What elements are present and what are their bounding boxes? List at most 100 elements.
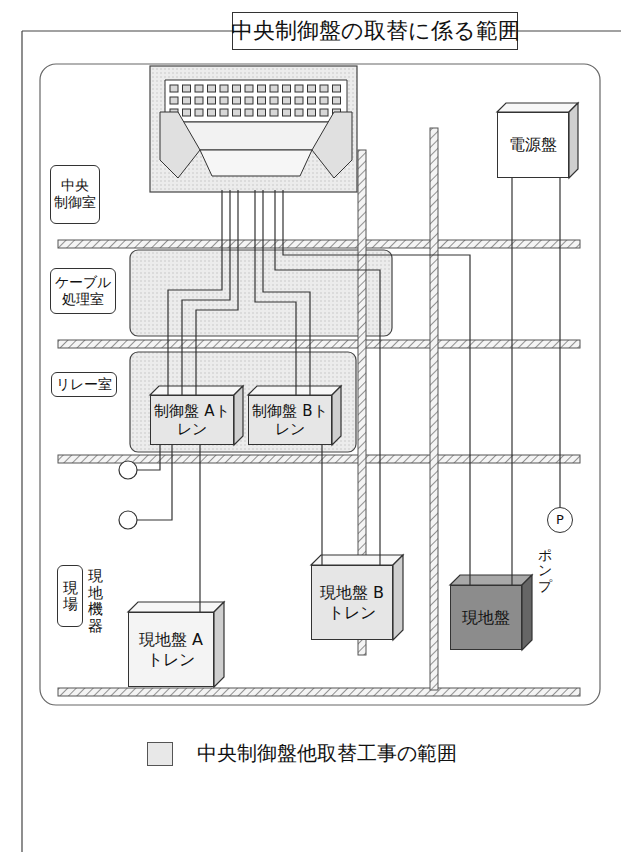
drawing-part	[130, 250, 392, 336]
console-button	[295, 97, 303, 104]
console-button	[208, 85, 216, 92]
drawing-part	[137, 445, 172, 520]
scope-regions	[130, 66, 392, 452]
field-device	[119, 461, 137, 529]
drawing-part	[58, 240, 580, 248]
node-text: 現場	[63, 580, 78, 613]
console-button	[270, 97, 278, 104]
console-button	[270, 109, 278, 116]
console-button	[170, 85, 178, 92]
console-button	[258, 109, 266, 116]
room-caption: 現地機器	[88, 568, 103, 634]
drawing-part	[150, 66, 357, 192]
drawing-part	[58, 340, 580, 348]
console-button	[245, 109, 253, 116]
cable-connector	[559, 178, 560, 507]
drawing-part	[182, 190, 230, 395]
cabinet-top-face	[128, 602, 224, 612]
console-button	[295, 85, 303, 92]
console-button	[183, 85, 191, 92]
drawing-part	[283, 190, 470, 585]
console-button	[320, 109, 328, 116]
power-panel: 電源盤	[497, 112, 569, 178]
drawing-part	[165, 80, 347, 122]
cabinet-side-face	[393, 555, 403, 640]
cabinet-side-face	[234, 386, 243, 445]
console-button	[208, 97, 216, 104]
drawing-part	[58, 688, 580, 696]
pump-symbol: P	[547, 507, 573, 533]
console-button	[195, 109, 203, 116]
console-button	[320, 85, 328, 92]
console-button	[183, 109, 191, 116]
console-button	[245, 97, 253, 104]
legend-row: 中央制御盤他取替工事の範囲	[147, 740, 457, 767]
cabinet-top-face	[248, 386, 341, 395]
node-text: 制御盤 Aトレン	[153, 402, 231, 438]
console-button	[233, 97, 241, 104]
console-button	[333, 85, 341, 92]
node-text: 現地盤 Aトレン	[131, 630, 211, 668]
cabinet-side-face	[522, 575, 532, 650]
cabinet-side-face	[214, 602, 224, 687]
node-text: 制御盤 Bトレン	[251, 402, 329, 438]
console-button	[283, 97, 291, 104]
cabinet-side-face	[569, 103, 578, 178]
cable-connector	[511, 178, 512, 585]
console-button	[258, 97, 266, 104]
node-text: 現地盤	[462, 608, 510, 627]
cabinet-side-face	[332, 386, 341, 445]
legend-text: 中央制御盤他取替工事の範囲	[197, 740, 457, 767]
console-button	[295, 109, 303, 116]
drawing-part	[312, 112, 352, 178]
console-button	[208, 109, 216, 116]
cable-connector	[199, 445, 200, 612]
console-button	[233, 85, 241, 92]
cable-connector	[321, 445, 322, 565]
title-box: 中央制御盤の取替に係る範囲	[232, 12, 518, 50]
console-button	[195, 85, 203, 92]
console-button	[258, 85, 266, 92]
drawing-part	[200, 150, 312, 176]
local-panel: 現地盤 Aトレン	[128, 612, 214, 687]
console-button	[220, 97, 228, 104]
drawing-part	[275, 190, 380, 565]
console-button	[320, 97, 328, 104]
console-button	[233, 109, 241, 116]
drawing-part	[170, 85, 341, 116]
console-button	[333, 97, 341, 104]
plant-panel	[40, 64, 600, 705]
cabinet-top-face	[450, 575, 532, 585]
room-label: リレー室	[51, 372, 117, 397]
node-text: 電源盤	[509, 135, 557, 154]
panel-3d-faces	[128, 103, 578, 687]
cabinet-top-face	[497, 103, 578, 112]
floor-slab	[58, 240, 580, 696]
drawing-part	[137, 445, 160, 470]
room-label: 中央 制御室	[50, 165, 100, 224]
signal-cable	[137, 190, 470, 585]
room-label: 現場	[57, 565, 83, 627]
node-text: リレー室	[56, 376, 112, 393]
room-label: ケーブル 処理室	[50, 268, 116, 314]
drawing-part	[168, 190, 222, 395]
node-text: ケーブル 処理室	[53, 274, 113, 308]
console-button	[183, 97, 191, 104]
console-button	[220, 109, 228, 116]
console-button	[270, 85, 278, 92]
local-panel: 現地盤	[450, 585, 522, 650]
control-panel: 制御盤 Aトレン	[150, 395, 234, 445]
room-caption: ポンプ	[538, 548, 552, 594]
control-console-illustration	[160, 80, 352, 178]
console-button	[170, 97, 178, 104]
node-text: 中央 制御室	[53, 177, 97, 211]
console-button	[283, 85, 291, 92]
control-panel: 制御盤 Bトレン	[248, 395, 332, 445]
drawing-part	[430, 128, 438, 690]
console-button	[308, 97, 316, 104]
drawing-part	[21, 31, 22, 852]
console-button	[195, 97, 203, 104]
drawing-part	[130, 352, 356, 452]
drawing-part	[119, 461, 137, 479]
console-button	[308, 85, 316, 92]
